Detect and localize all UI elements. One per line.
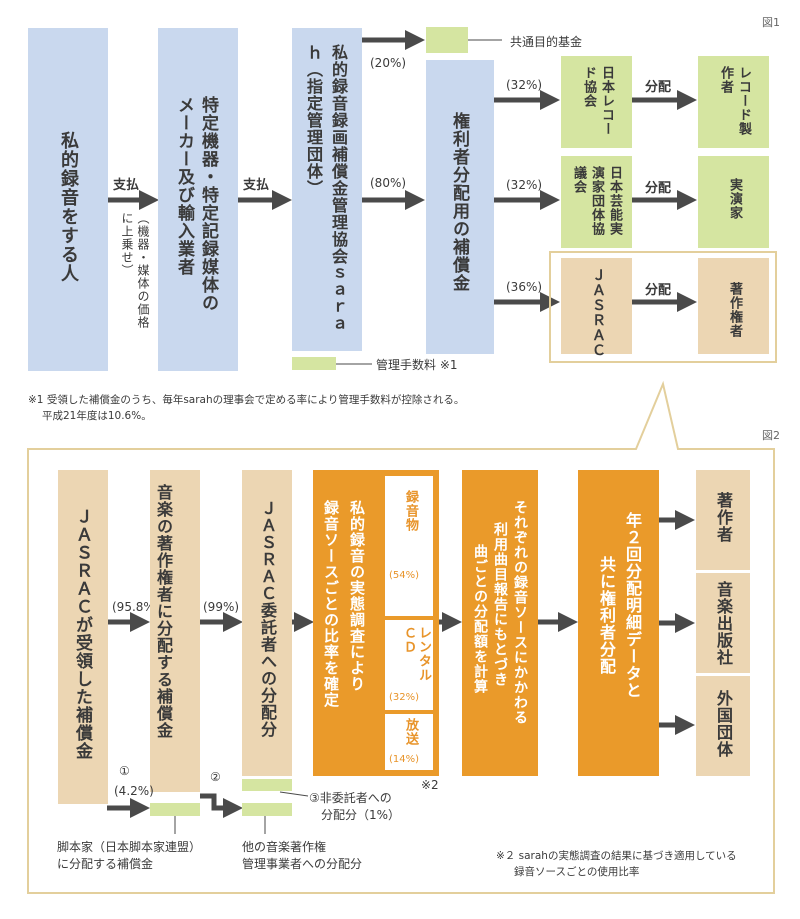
circle1-label: ① (119, 764, 130, 778)
note1-line1: ※1 受領した補償金のうち、毎年sarahの理事会で定める率により管理手数料が控… (28, 394, 465, 406)
performers-label: 実演家 (727, 178, 742, 220)
arrow-music-to-other-mgmt (200, 793, 243, 818)
src-record-pct: (54%) (389, 570, 420, 581)
pct958-label: (95.8%) (112, 600, 160, 614)
src-record-box: 録音物 (54%) (385, 476, 433, 616)
pct80-label: (80%) (370, 176, 407, 190)
dist1-label: 分配 (645, 80, 672, 95)
note2-line2: 録音ソースごとの使用比率 (514, 866, 640, 878)
jasrac-highlight-frame (549, 251, 777, 363)
authors-box: 著作者 (696, 470, 750, 570)
pay2-label: 支払 (243, 178, 270, 193)
sarah-box: 私的録音録画補償金管理協会ｓａｒａｈ（指定管理団体） (292, 28, 362, 351)
jasrac-members-box: ＪＡＳＲＡＣ委託者への分配分 (242, 470, 292, 776)
other-mgmt-line1: 他の音楽著作権 (242, 840, 327, 854)
scriptwriters-line2: に分配する補償金 (57, 857, 154, 871)
sarah-label: 私的録音録画補償金管理協会ｓａｒａｈ（指定管理団体） (304, 44, 348, 333)
pct99-label: (99%) (203, 600, 240, 614)
src-broadcast-label: 放送 (403, 718, 418, 746)
pct42-label: (4.2%) (114, 784, 154, 798)
calc-line2: 利用曲目報告にもとづき (492, 522, 508, 687)
authors-label: 著作者 (714, 492, 733, 543)
jasrac-received-box: ＪＡＳＲＡＣが受領した補償金 (58, 470, 108, 804)
performers-assoc-label: 日本芸能実演家団体協議会 (571, 166, 622, 236)
pct32a-label: (32%) (506, 78, 543, 92)
recording-assoc-label: 日本レコード協会 (581, 66, 614, 136)
scriptwriters-bar (150, 803, 200, 816)
dist2-label: 分配 (645, 181, 672, 196)
stmt-line1: 年２回分配明細データと (623, 512, 642, 699)
producers-box: レコード製作者 (698, 56, 769, 148)
src-rental-box: レンタルＣＤ (32%) (385, 620, 433, 710)
circle3-line1: ③非委託者への (309, 791, 392, 805)
note2-line1: ※２ sarahの実態調査の結果に基づき適用している (496, 850, 737, 862)
fig2-tag: 図2 (762, 429, 780, 442)
fig2-frame (27, 380, 775, 894)
other-mgmt-bar (242, 803, 292, 816)
publishers-label: 音楽出版社 (714, 581, 733, 666)
publishers-box: 音楽出版社 (696, 573, 750, 673)
note2-mark: ※2 (421, 778, 439, 792)
common-fund-label: 共通目的基金 (510, 35, 583, 49)
fig1-tag: 図1 (762, 16, 780, 29)
survey-box: 私的録音の実態調査により 録音ソースごとの比率を確定 録音物 (54%) レンタ… (313, 470, 439, 776)
producers-label: レコード製作者 (718, 66, 751, 136)
copyright-holders-label: 著作権者 (727, 282, 742, 338)
foreign-label: 外国団体 (714, 690, 733, 758)
rights-comp-label: 権利者分配用の補償金 (449, 112, 469, 292)
performers-assoc-box: 日本芸能実演家団体協議会 (561, 156, 632, 248)
statement-box: 年２回分配明細データと 共に権利者分配 (578, 470, 659, 776)
copyright-holders-box: 著作権者 (698, 258, 769, 354)
circle3-line2: 分配分（1%） (321, 808, 401, 822)
music-copyright-label: 音楽の著作権者に分配する補償金 (154, 484, 173, 739)
jasrac-received-label: ＪＡＳＲＡＣが受領した補償金 (72, 508, 92, 760)
calc-box: それぞれの録音ソースにかかわる 利用曲目報告にもとづき 曲ごとの分配額を計算 (462, 470, 538, 776)
jasrac-label: ＪＡＳＲＡＣ (590, 268, 606, 358)
survey-line1: 私的録音の実態調査により (348, 500, 366, 692)
other-mgmt-line2: 管理事業者への分配分 (242, 857, 363, 871)
src-broadcast-pct: (14%) (389, 754, 420, 765)
circle2-label: ② (210, 770, 221, 784)
common-fund-bar (426, 27, 468, 53)
dist3-label: 分配 (645, 283, 672, 298)
jasrac-members-label: ＪＡＳＲＡＣ委託者への分配分 (258, 500, 277, 738)
pct36-label: (36%) (506, 280, 543, 294)
pct20-label: (20%) (370, 56, 407, 70)
non-member-bar (242, 779, 292, 791)
person-box: 私的録音をする人 (28, 28, 108, 371)
src-record-label: 録音物 (403, 490, 418, 532)
maker-label: 特定機器・特定記録媒体のメーカー及び輸入業者 (174, 96, 218, 312)
scriptwriters-line1: 脚本家（日本脚本家連盟） (57, 840, 202, 854)
fee-bar (292, 357, 336, 370)
rights-comp-box: 権利者分配用の補償金 (426, 60, 494, 354)
jasrac-box: ＪＡＳＲＡＣ (561, 258, 632, 358)
pay1-note: （機器・媒体の価格に上乗せ） (120, 212, 150, 329)
performers-box: 実演家 (698, 156, 769, 248)
foreign-box: 外国団体 (696, 676, 750, 776)
music-copyright-box: 音楽の著作権者に分配する補償金 (150, 470, 200, 792)
src-rental-pct: (32%) (389, 692, 420, 703)
calc-line1: それぞれの録音ソースにかかわる (512, 500, 528, 725)
src-rental-label: レンタルＣＤ (401, 626, 431, 682)
note1-line2: 平成21年度は10.6%。 (42, 410, 152, 422)
person-label: 私的録音をする人 (58, 131, 79, 283)
survey-line2: 録音ソースごとの比率を確定 (322, 500, 340, 708)
calc-line3: 曲ごとの分配額を計算 (472, 544, 488, 694)
pay1-label: 支払 (113, 178, 140, 193)
src-broadcast-box: 放送 (14%) (385, 714, 433, 770)
fee-label: 管理手数料 ※1 (376, 358, 458, 372)
recording-assoc-box: 日本レコード協会 (561, 56, 632, 148)
stmt-line2: 共に権利者分配 (597, 556, 616, 675)
maker-box: 特定機器・特定記録媒体のメーカー及び輸入業者 (158, 28, 238, 371)
pct32b-label: (32%) (506, 178, 543, 192)
